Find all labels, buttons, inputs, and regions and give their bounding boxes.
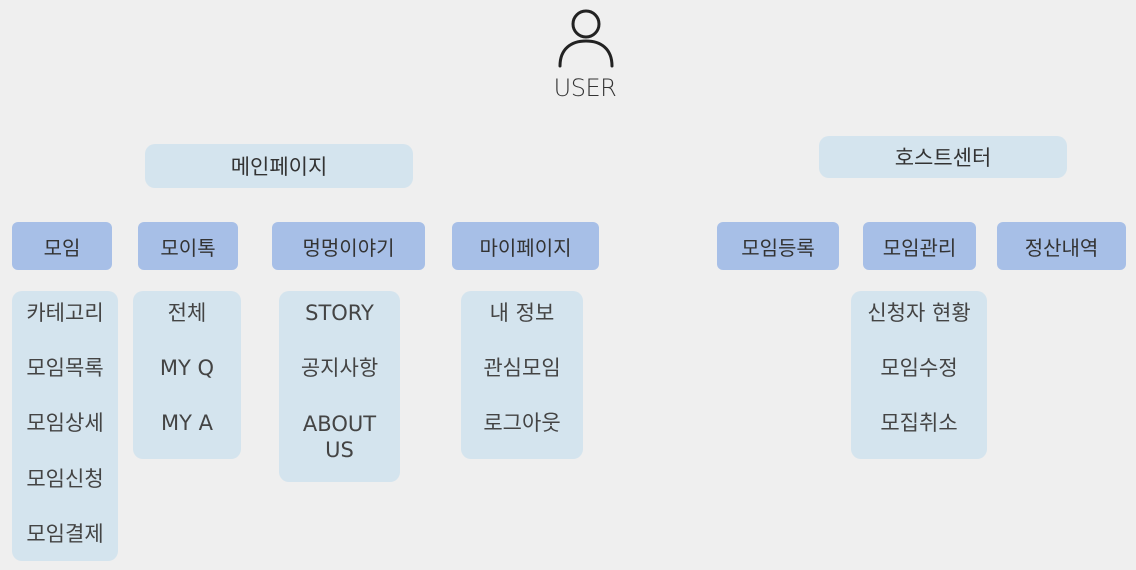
list-item: 카테고리 [26, 301, 104, 325]
story-list: STORY 공지사항 ABOUT US [279, 291, 400, 482]
list-item: 로그아웃 [483, 411, 561, 435]
moitok-list: 전체 MY Q MY A [133, 291, 241, 459]
list-item: 모임수정 [880, 356, 958, 380]
list-item: STORY [305, 301, 374, 325]
category-settlement: 정산내역 [997, 222, 1126, 270]
category-story: 멍멍이야기 [272, 222, 425, 270]
list-item: 신청자 현황 [867, 301, 971, 325]
list-item: 모집취소 [880, 411, 958, 435]
category-manage: 모임관리 [863, 222, 976, 270]
list-item: 모임상세 [26, 411, 104, 435]
list-item: ABOUT US [302, 412, 377, 462]
list-item: 내 정보 [489, 301, 555, 325]
category-mypage: 마이페이지 [452, 222, 599, 270]
manage-list: 신청자 현황 모임수정 모집취소 [851, 291, 987, 459]
category-moitok: 모이톡 [138, 222, 238, 270]
list-item: MY Q [159, 356, 215, 380]
list-item: 공지사항 [300, 356, 379, 380]
list-item: 전체 [167, 301, 207, 325]
main-page-section: 메인페이지 [145, 144, 413, 188]
category-moim: 모임 [12, 222, 112, 270]
user-label: USER [553, 74, 617, 102]
user-node: USER [540, 6, 630, 106]
list-item: 모임결제 [26, 522, 104, 546]
host-center-section: 호스트센터 [819, 136, 1067, 178]
list-item: MY A [161, 411, 213, 435]
mypage-list: 내 정보 관심모임 로그아웃 [461, 291, 583, 459]
category-register: 모임등록 [717, 222, 839, 270]
list-item: 모임목록 [26, 356, 104, 380]
list-item: 모임신청 [26, 467, 104, 491]
moim-list: 카테고리 모임목록 모임상세 모임신청 모임결제 [12, 291, 118, 561]
user-icon [558, 9, 614, 68]
list-item: 관심모임 [483, 356, 561, 380]
